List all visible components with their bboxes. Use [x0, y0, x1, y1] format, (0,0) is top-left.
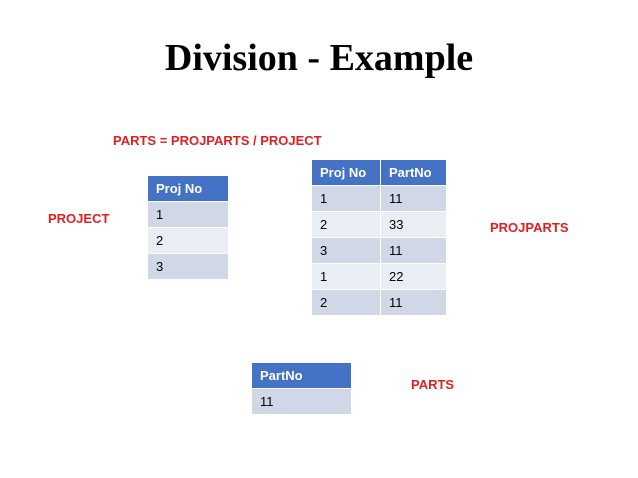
table-cell: 1	[311, 263, 381, 290]
table-row: 1 11	[311, 185, 447, 212]
projparts-table: Proj No PartNo 1 11 2 33 3 11 1 22 2 11	[311, 159, 447, 316]
column-header-proj-no: Proj No	[147, 175, 229, 202]
table-row: 3	[147, 253, 229, 280]
table-cell: 2	[147, 227, 229, 254]
parts-label: PARTS	[411, 377, 455, 392]
project-label: PROJECT	[48, 211, 110, 226]
table-cell: 3	[311, 237, 381, 264]
table-cell: 11	[251, 388, 352, 415]
table-row: 2	[147, 227, 229, 254]
table-cell: 33	[380, 211, 447, 238]
column-header-partno: PartNo	[380, 159, 447, 186]
slide-title: Division - Example	[164, 37, 474, 79]
column-header-proj-no: Proj No	[311, 159, 381, 186]
table-cell: 2	[311, 289, 381, 316]
table-cell: 11	[380, 185, 447, 212]
table-cell: 11	[380, 237, 447, 264]
table-cell: 22	[380, 263, 447, 290]
table-cell: 11	[380, 289, 447, 316]
column-header-partno: PartNo	[251, 362, 352, 389]
table-row: 3 11	[311, 237, 447, 264]
division-formula: PARTS = PROJPARTS / PROJECT	[113, 133, 322, 148]
parts-table: PartNo 11	[251, 362, 352, 415]
table-cell: 1	[147, 201, 229, 228]
table-header-row: Proj No	[147, 175, 229, 202]
table-row: 1	[147, 201, 229, 228]
table-row: 2 11	[311, 289, 447, 316]
table-row: 11	[251, 388, 352, 415]
table-row: 2 33	[311, 211, 447, 238]
table-header-row: Proj No PartNo	[311, 159, 447, 186]
table-cell: 1	[311, 185, 381, 212]
projparts-label: PROJPARTS	[490, 220, 569, 235]
project-table: Proj No 1 2 3	[147, 175, 229, 280]
table-cell: 2	[311, 211, 381, 238]
table-cell: 3	[147, 253, 229, 280]
table-header-row: PartNo	[251, 362, 352, 389]
table-row: 1 22	[311, 263, 447, 290]
